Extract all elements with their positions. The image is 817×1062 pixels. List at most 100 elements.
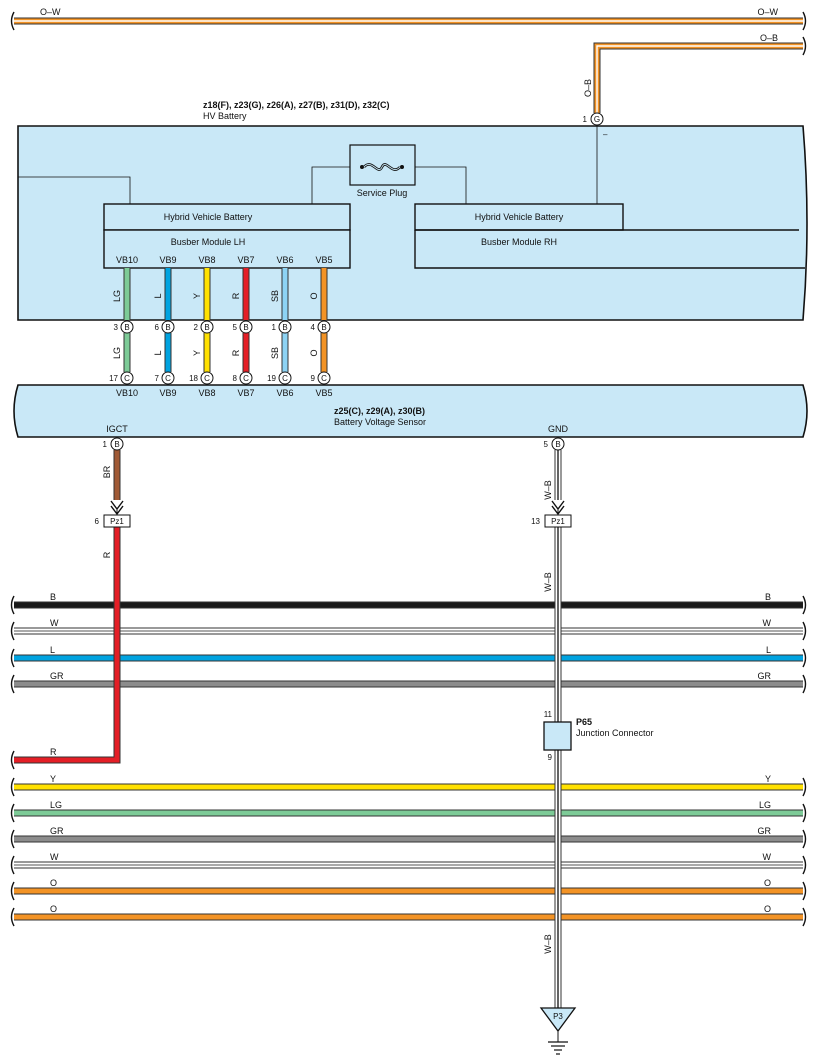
component-name: Battery Voltage Sensor: [334, 417, 426, 427]
pin-b: B3: [114, 320, 134, 334]
svg-text:C: C: [204, 374, 210, 383]
svg-text:5: 5: [233, 323, 238, 332]
svg-text:B: B: [165, 323, 170, 332]
wire-label: L: [153, 293, 163, 298]
svg-text:19: 19: [267, 374, 276, 383]
connector-pz1-left: Pz1 6: [95, 514, 131, 528]
terminal-label: VB7: [237, 388, 254, 398]
svg-text:17: 17: [109, 374, 118, 383]
ground-point-p3: P3: [539, 1007, 577, 1055]
svg-text:C: C: [321, 374, 327, 383]
busbar-module-rh: Hybrid Vehicle Battery Busber Module RH: [414, 203, 805, 269]
wire-label: O: [309, 292, 319, 299]
wire-label: Y: [192, 293, 202, 299]
pin-g: G 1 –: [583, 112, 608, 139]
terminal-label: VB10: [116, 388, 138, 398]
wire-label: GR: [758, 671, 772, 681]
svg-text:B: B: [321, 323, 326, 332]
lh-battery-label: Hybrid Vehicle Battery: [164, 212, 253, 222]
gnd-label: GND: [548, 424, 569, 434]
wire-label: W: [763, 852, 772, 862]
terminal-label: VB10: [116, 255, 138, 265]
wire-label: O: [764, 878, 771, 888]
igct-branch: BR R R B 1 Pz1 6: [10, 437, 131, 770]
pin-b: B2: [194, 320, 214, 334]
svg-text:9: 9: [548, 753, 553, 762]
component-codes: z18(F), z23(G), z26(A), z27(B), z31(D), …: [203, 100, 390, 110]
wire-label: O–B: [760, 33, 778, 43]
wire-label: SB: [270, 290, 280, 302]
wire-label: LG: [50, 800, 62, 810]
wire-label: L: [766, 645, 771, 655]
bus-wire: GR GR: [10, 671, 807, 694]
pin-c: C7: [155, 371, 175, 385]
wire-label: SB: [270, 347, 280, 359]
rh-battery-label: Hybrid Vehicle Battery: [475, 212, 564, 222]
vb-wire-group: LGLGB3C17LLB6C7YYB2C18RRB5C8SBSBB1C19OOB…: [109, 268, 331, 385]
component-name: HV Battery: [203, 111, 247, 121]
svg-text:B: B: [555, 440, 560, 449]
svg-text:13: 13: [531, 517, 540, 526]
hv-battery: z18(F), z23(G), z26(A), z27(B), z31(D), …: [17, 100, 808, 321]
wire-label: Y: [765, 774, 771, 784]
terminal-label: VB9: [159, 255, 176, 265]
pin-igct: B 1: [103, 437, 124, 451]
wire-label: LG: [112, 290, 122, 302]
top-wire-ow: O–W O–W: [10, 7, 807, 31]
pin-c: C 18: [189, 371, 214, 385]
svg-text:9: 9: [311, 374, 316, 383]
wire-label: Y: [192, 350, 202, 356]
svg-text:B: B: [124, 323, 129, 332]
wire-label: O–W: [40, 7, 61, 17]
wire-label: GR: [50, 671, 64, 681]
wire-label: R: [102, 551, 112, 558]
terminal-label: VB6: [276, 255, 293, 265]
pin-b: B4: [311, 320, 331, 334]
wire-label: W–B: [543, 934, 553, 954]
svg-text:B: B: [282, 323, 287, 332]
service-plug: Service Plug: [349, 144, 416, 198]
svg-text:C: C: [243, 374, 249, 383]
terminal-label: VB8: [198, 388, 215, 398]
pin-c: C8: [233, 371, 253, 385]
pin-b: B6: [155, 320, 175, 334]
svg-text:C: C: [124, 374, 130, 383]
wire-label: L: [153, 350, 163, 355]
wire-label: O–W: [757, 7, 778, 17]
svg-text:8: 8: [233, 374, 238, 383]
svg-text:18: 18: [189, 374, 198, 383]
svg-text:5: 5: [544, 440, 549, 449]
component-codes: P65: [576, 717, 592, 727]
busbar-module-lh: Hybrid Vehicle Battery Busber Module LH …: [103, 203, 351, 269]
svg-text:C: C: [165, 374, 171, 383]
top-wire-ob: O–B O–B: [583, 33, 807, 113]
terminal-label: VB5: [315, 388, 332, 398]
wire-label: L: [50, 645, 55, 655]
svg-text:11: 11: [544, 710, 553, 719]
igct-label: IGCT: [106, 424, 128, 434]
svg-text:3: 3: [114, 323, 119, 332]
wire-label: R: [231, 292, 241, 299]
wire-label: B: [50, 592, 56, 602]
wire-label: W–B: [543, 572, 553, 592]
rh-module-label: Busber Module RH: [481, 237, 557, 247]
wire-label: O: [764, 904, 771, 914]
pin-gnd: B 5: [544, 437, 565, 451]
svg-text:G: G: [594, 115, 600, 124]
wire-label: B: [765, 592, 771, 602]
svg-text:B: B: [114, 440, 119, 449]
lh-module-label: Busber Module LH: [171, 237, 246, 247]
wire-label: W–B: [543, 480, 553, 500]
